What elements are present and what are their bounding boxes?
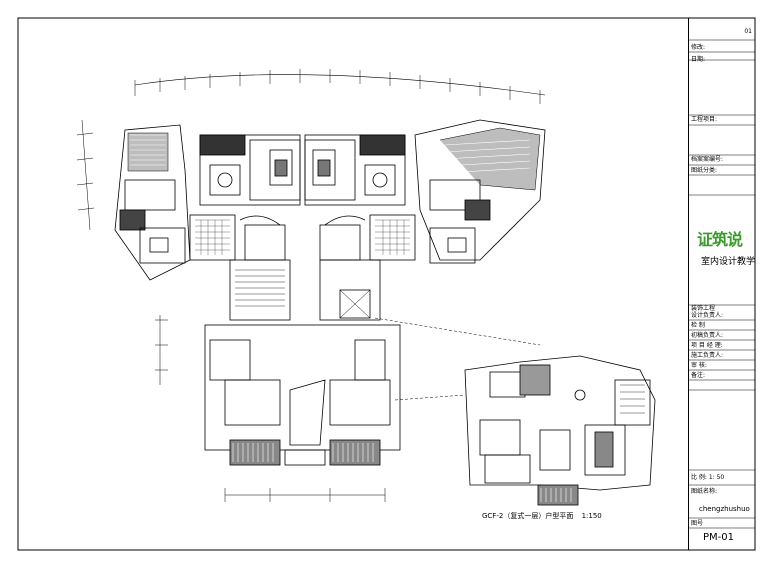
sheet-no-label: 图号 xyxy=(691,520,704,527)
inset-caption-title: GCF-2（复式一层）户型平面 xyxy=(482,512,574,520)
project-label: 工程项目: xyxy=(691,116,718,123)
title-block: 01 修改: 日期: 工程项目: 档案案编号: 图纸分类: 证筑说 室内设计教学… xyxy=(688,18,755,550)
review-label: 审 核: xyxy=(691,362,707,369)
title-block-grid xyxy=(688,39,755,529)
date-label: 日期: xyxy=(691,56,706,63)
brand-subtitle: 室内设计教学 xyxy=(701,257,756,267)
file-no-label: 档案案编号: xyxy=(691,156,724,163)
drawing-name: chengzhushuo xyxy=(699,505,750,513)
check-label: 检 制 xyxy=(691,322,705,329)
drawing-name-label: 图纸名称: xyxy=(691,488,718,495)
revision-label: 修改: xyxy=(691,44,706,51)
brand-logo: 证筑说 xyxy=(697,230,743,249)
sheet-count: 01 xyxy=(744,28,752,35)
decor-project-label: 装饰工程 xyxy=(691,305,716,312)
preliminary-label: 初稿负责人: xyxy=(691,332,724,339)
main-plan xyxy=(76,69,546,502)
notes-label: 备注: xyxy=(691,372,706,379)
project-manager-label: 项 目 经 理: xyxy=(691,342,723,349)
sheet-border xyxy=(17,17,756,551)
inset-caption-scale: 1:150 xyxy=(581,512,602,520)
inset-caption: GCF-2（复式一层）户型平面 1:150 xyxy=(482,511,602,521)
drawing-category-label: 图纸分类: xyxy=(691,167,718,174)
scale-label: 比 例: xyxy=(691,474,707,481)
design-lead-label: 设计负责人: xyxy=(691,312,724,319)
scale-value: 1: 50 xyxy=(708,474,725,481)
sheet-number: PM-01 xyxy=(703,532,734,543)
construction-lead-label: 施工负责人: xyxy=(691,352,724,359)
inset-plan xyxy=(464,355,656,506)
